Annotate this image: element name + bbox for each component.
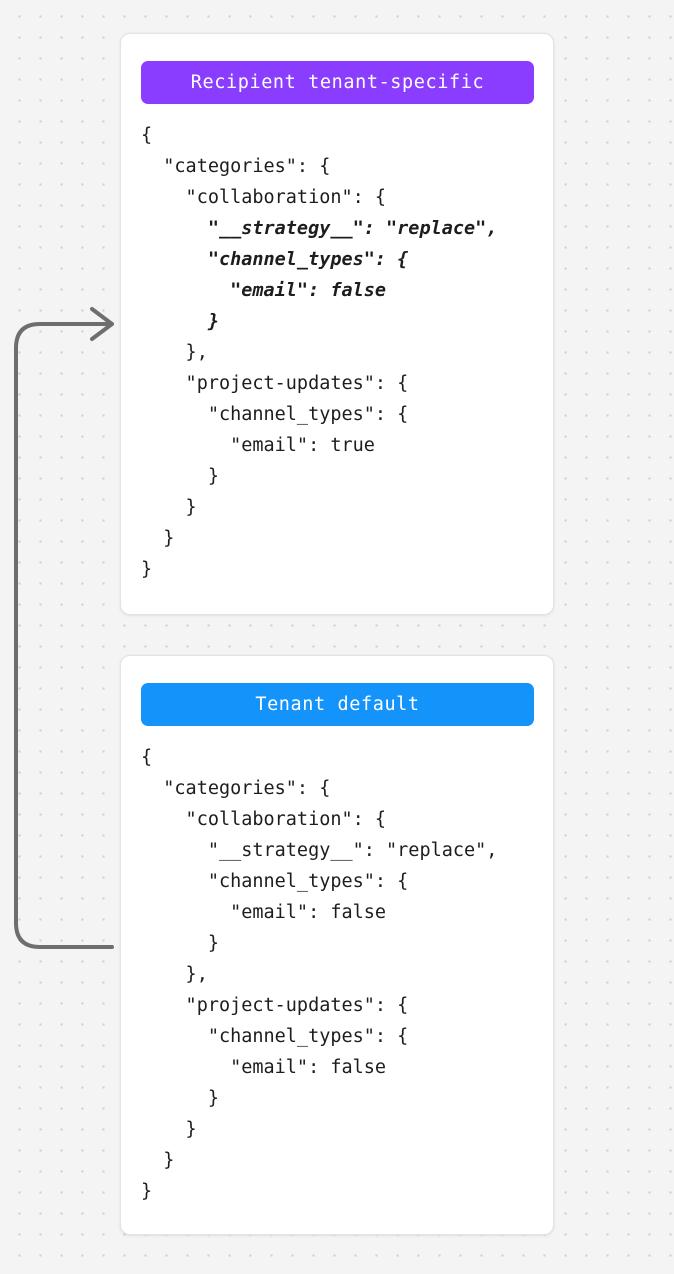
code-line: } [141, 311, 219, 332]
code-line: "project-updates": { [141, 995, 409, 1016]
code-line: "email": true [141, 435, 375, 456]
recipient-tenant-specific-badge: Recipient tenant-specific [141, 61, 534, 104]
code-line: } [141, 933, 219, 954]
code-line: "channel_types": { [141, 871, 409, 892]
code-line: "categories": { [141, 156, 331, 177]
code-line: { [141, 125, 153, 146]
code-line: "collaboration": { [141, 809, 387, 830]
code-line: "channel_types": { [141, 249, 409, 270]
code-line: } [141, 497, 197, 518]
code-line: } [141, 1150, 175, 1171]
code-line: "collaboration": { [141, 187, 387, 208]
recipient-tenant-specific-code: { "categories": { "collaboration": { "__… [141, 120, 543, 585]
tenant-default-card: Tenant default { "categories": { "collab… [120, 655, 554, 1235]
tenant-default-code: { "categories": { "collaboration": { "__… [141, 742, 543, 1207]
code-line: "email": false [141, 280, 387, 301]
code-line: } [141, 1088, 219, 1109]
recipient-tenant-specific-card: Recipient tenant-specific { "categories"… [120, 33, 554, 615]
tenant-default-badge: Tenant default [141, 683, 534, 726]
code-line: }, [141, 964, 208, 985]
code-line: "__strategy__": "replace", [141, 218, 498, 239]
code-line: } [141, 1119, 197, 1140]
code-line: } [141, 466, 219, 487]
code-line: "project-updates": { [141, 373, 409, 394]
code-line: } [141, 559, 153, 580]
code-line: "email": false [141, 1057, 387, 1078]
code-line: "channel_types": { [141, 1026, 409, 1047]
code-line: "channel_types": { [141, 404, 409, 425]
code-line: } [141, 1181, 153, 1202]
code-line: "categories": { [141, 778, 331, 799]
arrow-path [14, 322, 114, 949]
arrow-head-icon [90, 307, 114, 341]
code-line: { [141, 747, 153, 768]
code-line: "__strategy__": "replace", [141, 840, 498, 861]
code-line: "email": false [141, 902, 387, 923]
code-line: } [141, 528, 175, 549]
code-line: }, [141, 342, 208, 363]
